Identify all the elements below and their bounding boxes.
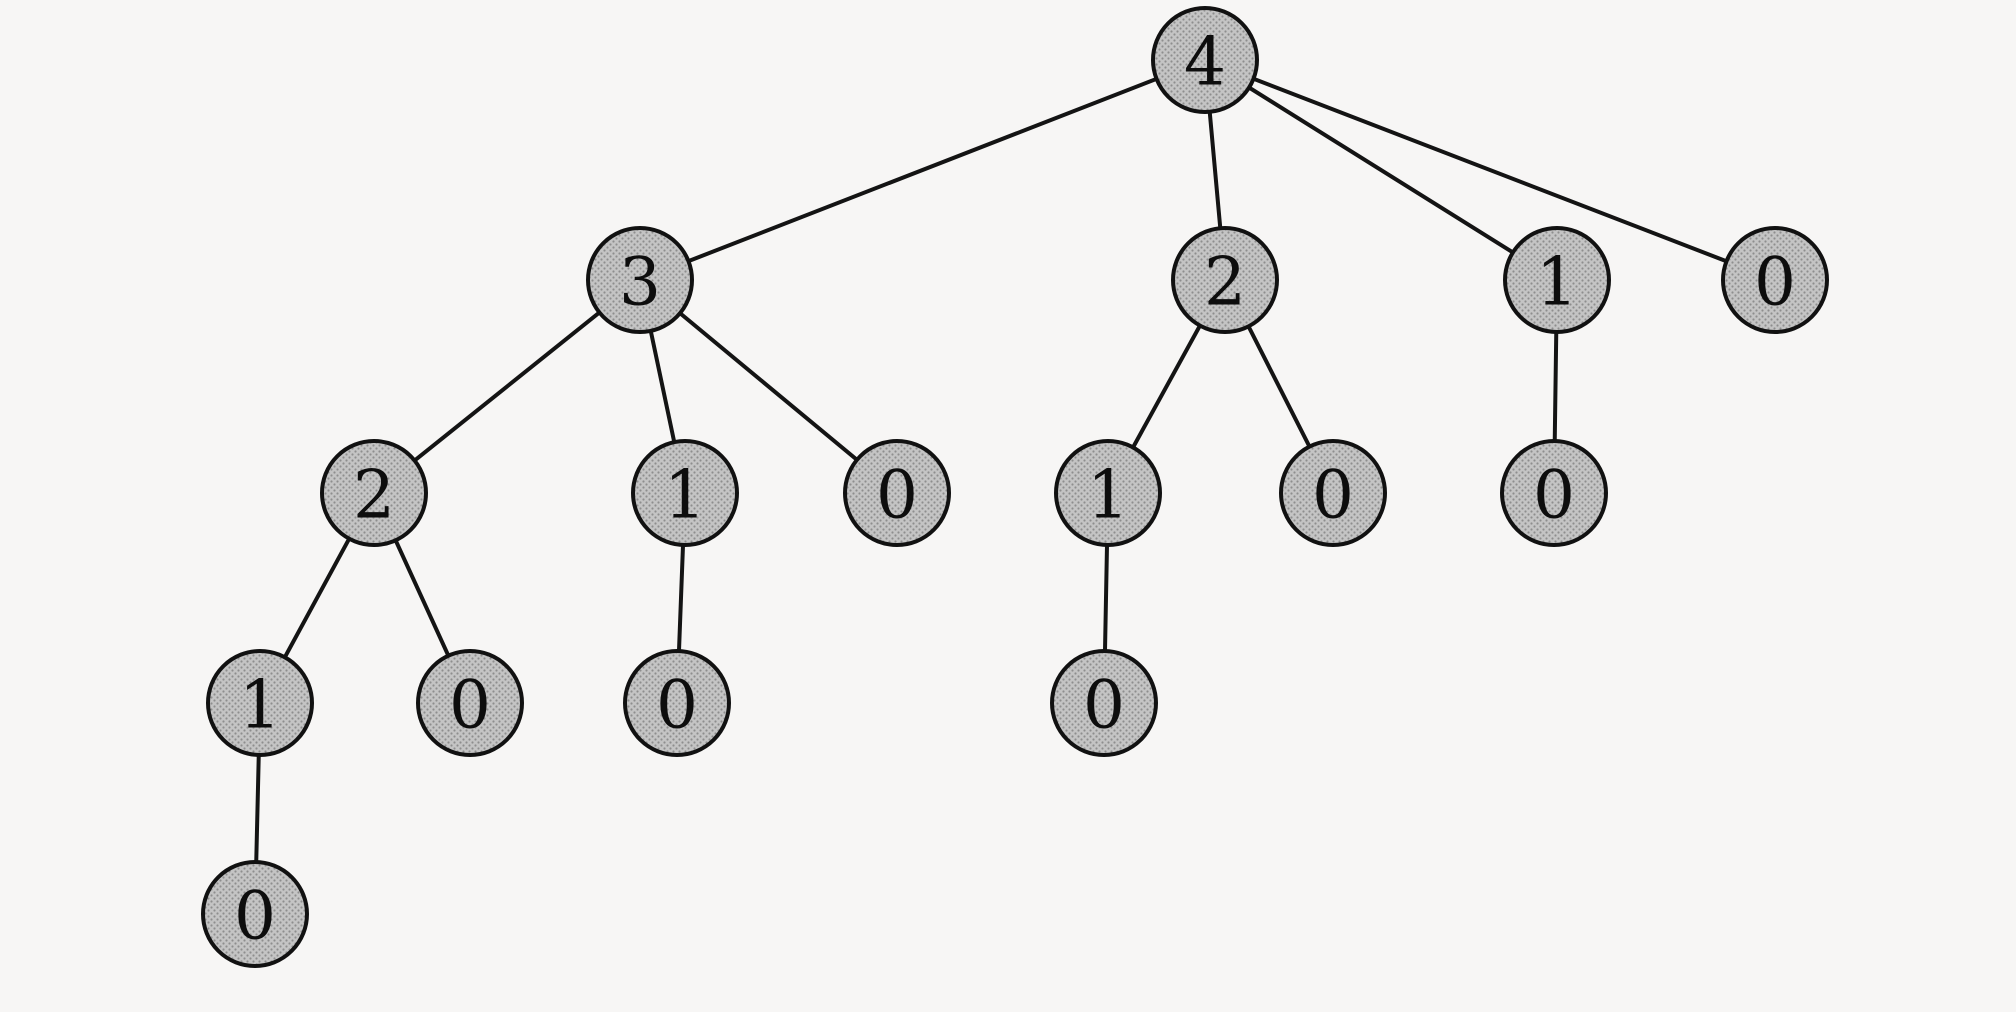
node-circle xyxy=(631,439,739,547)
tree-node-n15: 0 xyxy=(201,860,309,968)
tree-node-n1: 3 xyxy=(586,226,694,334)
node-label: 0 xyxy=(234,878,276,955)
node-circle xyxy=(586,226,694,334)
node-circle xyxy=(1721,226,1829,334)
node-label: 0 xyxy=(1312,457,1354,534)
node-label: 3 xyxy=(619,244,661,321)
node-circle xyxy=(843,439,951,547)
tree-node-n12: 0 xyxy=(416,649,524,757)
node-circle xyxy=(1171,226,1279,334)
node-circle xyxy=(1503,226,1611,334)
node-circle xyxy=(623,649,731,757)
tree-node-n13: 0 xyxy=(623,649,731,757)
node-circle xyxy=(1279,439,1387,547)
node-label: 1 xyxy=(1087,457,1129,534)
nodes-layer: 4 3 2 1 0 2 1 0 1 0 0 1 0 0 0 0 xyxy=(201,6,1829,968)
node-label: 4 xyxy=(1184,24,1226,101)
edge-n1-n5 xyxy=(372,278,642,495)
edge-n0-n4 xyxy=(1203,58,1777,282)
node-circle xyxy=(1054,439,1162,547)
node-label: 1 xyxy=(1536,244,1578,321)
node-label: 0 xyxy=(1083,667,1125,744)
tree-node-n6: 1 xyxy=(631,439,739,547)
node-label: 0 xyxy=(449,667,491,744)
node-label: 1 xyxy=(664,457,706,534)
tree-node-n2: 2 xyxy=(1171,226,1279,334)
edge-n0-n3 xyxy=(1203,58,1559,282)
node-label: 1 xyxy=(239,667,281,744)
node-circle xyxy=(206,649,314,757)
tree-node-n4: 0 xyxy=(1721,226,1829,334)
node-circle xyxy=(1151,6,1259,114)
node-label: 2 xyxy=(1204,244,1246,321)
node-label: 2 xyxy=(353,457,395,534)
node-label: 0 xyxy=(656,667,698,744)
tree-node-n8: 1 xyxy=(1054,439,1162,547)
tree-node-n11: 1 xyxy=(206,649,314,757)
node-circle xyxy=(1050,649,1158,757)
node-circle xyxy=(320,439,428,547)
tree-node-n0: 4 xyxy=(1151,6,1259,114)
edge-n1-n7 xyxy=(638,278,899,495)
edge-n0-n1 xyxy=(638,58,1207,282)
node-label: 0 xyxy=(1754,244,1796,321)
tree-node-n7: 0 xyxy=(843,439,951,547)
node-label: 0 xyxy=(1533,457,1575,534)
node-label: 0 xyxy=(876,457,918,534)
tree-node-n3: 1 xyxy=(1503,226,1611,334)
tree-node-n9: 0 xyxy=(1279,439,1387,547)
node-circle xyxy=(416,649,524,757)
node-circle xyxy=(1500,439,1608,547)
tree-node-n5: 2 xyxy=(320,439,428,547)
node-circle xyxy=(201,860,309,968)
tree-node-n10: 0 xyxy=(1500,439,1608,547)
tree-node-n14: 0 xyxy=(1050,649,1158,757)
